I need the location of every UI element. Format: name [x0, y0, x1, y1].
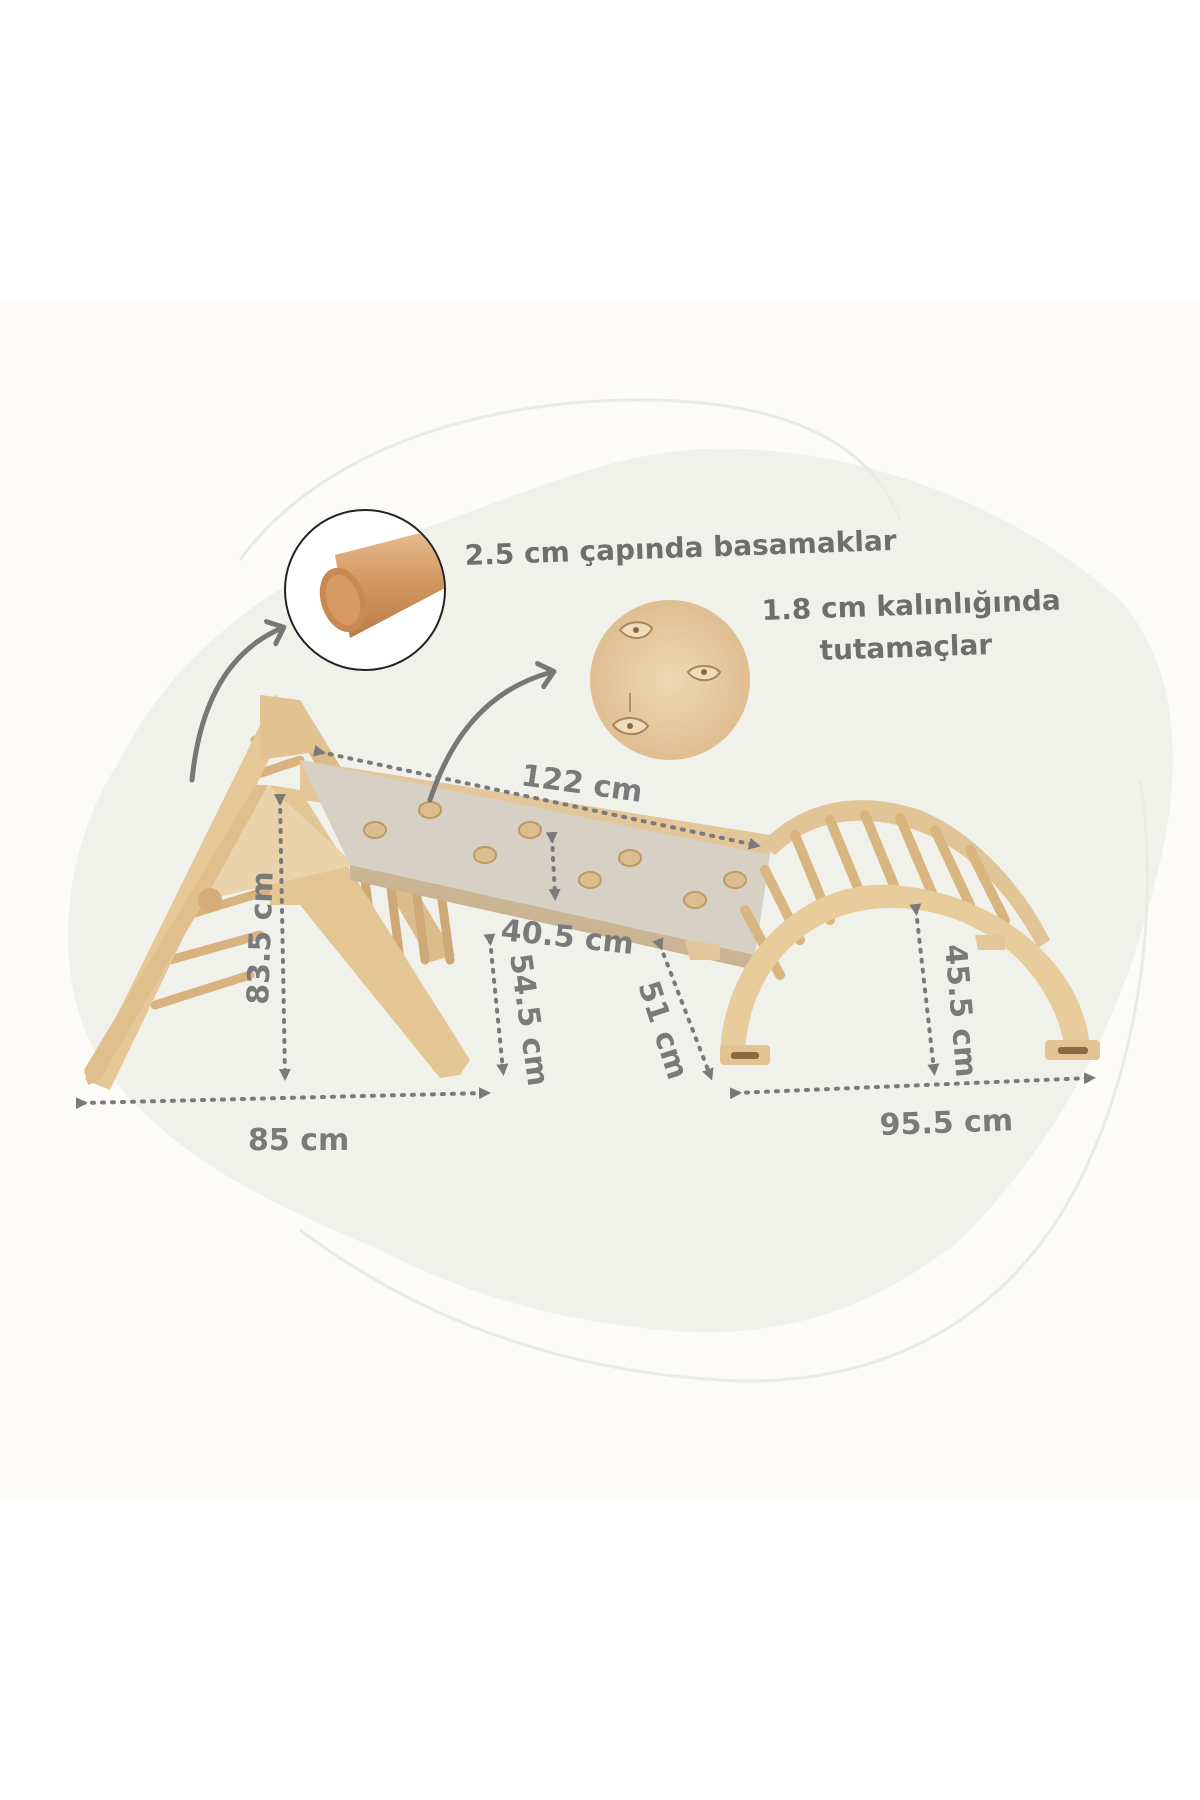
pikler-triangle: [84, 695, 470, 1090]
triangle-height-line: [273, 793, 291, 1081]
triangle-height-label: 83.5 cm: [241, 871, 281, 1006]
rung-callout-arrow: [189, 628, 282, 783]
ramp-length-line: [312, 744, 761, 850]
arch-base-label: 95.5 cm: [879, 1103, 1014, 1143]
background-outline: [238, 398, 1149, 1383]
triangle-base-line: [75, 1087, 491, 1110]
triangle-inner-height-line: [483, 933, 509, 1076]
arch-base-line: [729, 1072, 1096, 1100]
holds-thickness-label-line2: tutamaçlar: [819, 628, 993, 667]
wooden-rung-icon: [284, 509, 446, 671]
climbing-holds-icon: [590, 600, 750, 760]
climbing-arch: [720, 800, 1100, 1065]
ramp-rise-line: [652, 937, 714, 1081]
arch-height-line: [909, 903, 940, 1076]
triangle-base-label: 85 cm: [248, 1123, 349, 1158]
ramp-width-line: [545, 831, 561, 901]
